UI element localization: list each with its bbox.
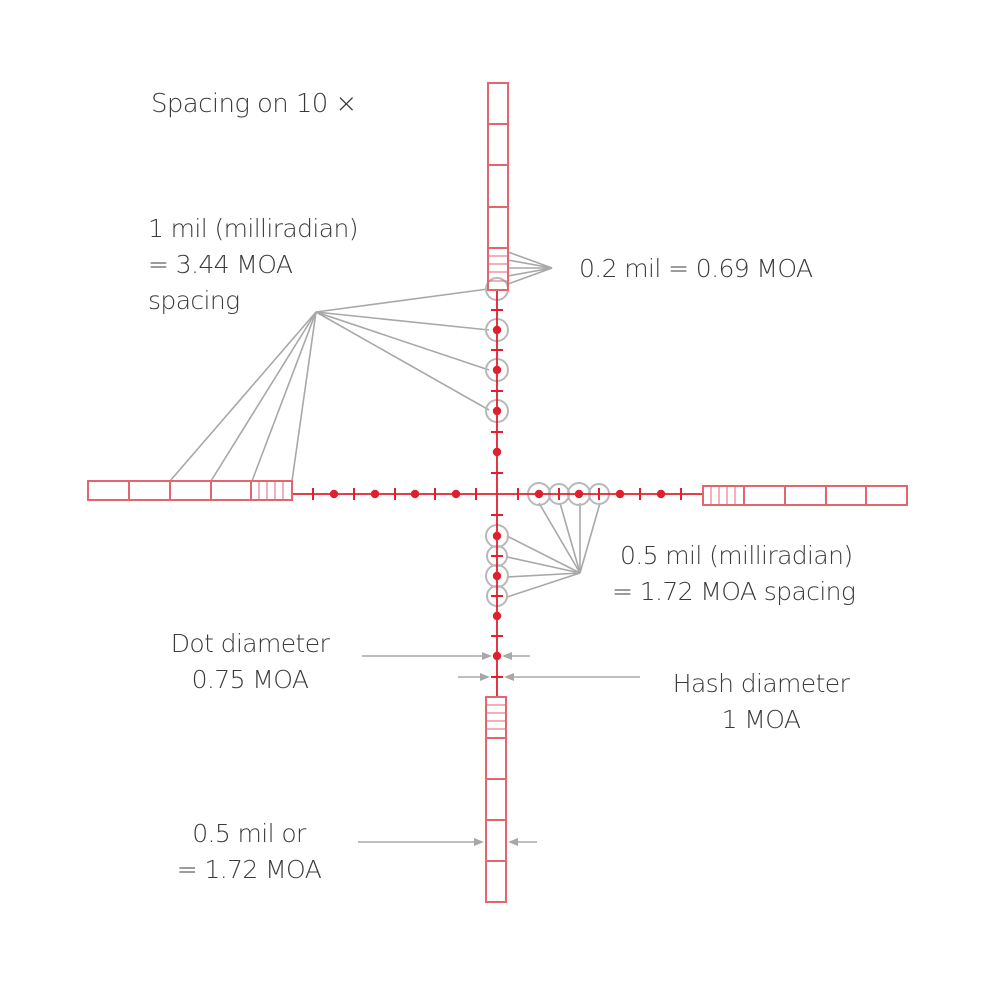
- right-post: [702, 485, 908, 506]
- label-mil-spacing-line2: = 3.44 MOA: [148, 250, 293, 279]
- leader-lines: [169, 251, 640, 846]
- label-post-width-line1: 0.5 mil or: [192, 819, 306, 848]
- label-post-width: 0.5 mil or = 1.72 MOA: [160, 816, 338, 888]
- label-fine-spacing: 0.2 mil = 0.69 MOA: [579, 254, 813, 283]
- label-hash-diameter: Hash diameter 1 MOA: [650, 666, 872, 738]
- reticle: [87, 82, 908, 903]
- label-half-mil-line1: 0.5 mil (milliradian): [620, 541, 853, 570]
- label-half-mil-spacing: 0.5 mil (milliradian) = 1.72 MOA spacing: [612, 538, 856, 610]
- label-dot-diameter-line2: 0.75 MOA: [191, 665, 309, 694]
- hash-marks: [312, 309, 682, 678]
- label-half-mil-line2: = 1.72 MOA spacing: [612, 577, 856, 606]
- leader-post-width: [358, 838, 537, 846]
- label-dot-diameter-line1: Dot diameter: [170, 629, 330, 658]
- aiming-dots: [329, 325, 666, 661]
- leader-mil-spacing: [169, 288, 490, 482]
- label-hash-diameter-line1: Hash diameter: [672, 669, 850, 698]
- label-mil-spacing: 1 mil (milliradian) = 3.44 MOA spacing: [148, 211, 358, 319]
- bottom-post: [485, 696, 507, 903]
- label-mil-spacing-line1: 1 mil (milliradian): [148, 214, 358, 243]
- leader-fine-spacing: [507, 251, 553, 285]
- leader-hash-diameter: [458, 673, 640, 681]
- top-post: [487, 82, 509, 291]
- leader-dot-diameter: [362, 652, 530, 660]
- label-mil-spacing-line3: spacing: [148, 286, 240, 315]
- diagram-title: Spacing on 10 ×: [151, 89, 357, 119]
- leader-half-mil-spacing: [506, 502, 601, 598]
- left-post: [87, 480, 293, 501]
- label-hash-diameter-line2: 1 MOA: [721, 705, 801, 734]
- label-post-width-line2: = 1.72 MOA: [176, 855, 322, 884]
- label-dot-diameter: Dot diameter 0.75 MOA: [152, 626, 348, 698]
